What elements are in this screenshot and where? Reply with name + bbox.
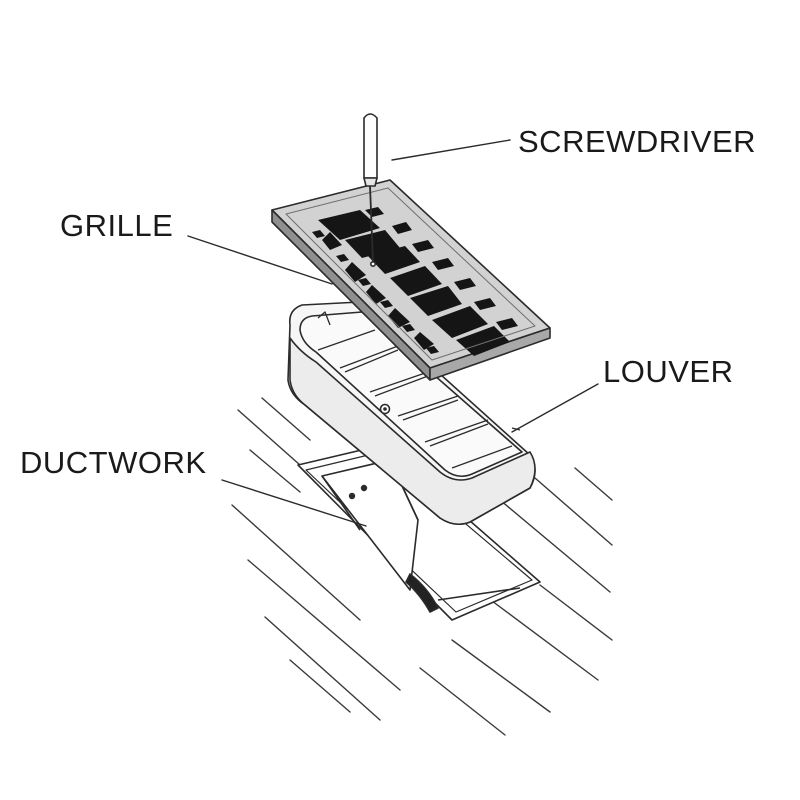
ductwork-label: DUCTWORK bbox=[20, 445, 207, 480]
ductwork-drawing bbox=[297, 444, 541, 621]
louver-label: LOUVER bbox=[603, 354, 734, 389]
grille-leader-line bbox=[187, 235, 333, 285]
screwdriver-drawing bbox=[363, 113, 378, 267]
screwdriver-leader-line bbox=[391, 139, 511, 161]
louver-leader-line bbox=[511, 383, 599, 433]
grille-label: GRILLE bbox=[60, 208, 174, 243]
grille-drawing bbox=[271, 179, 551, 381]
louver-drawing bbox=[287, 301, 536, 526]
floor-planks bbox=[231, 397, 613, 736]
screwdriver-label: SCREWDRIVER bbox=[518, 124, 757, 159]
ductwork-leader-line bbox=[221, 479, 367, 527]
leader-lines bbox=[187, 139, 599, 527]
